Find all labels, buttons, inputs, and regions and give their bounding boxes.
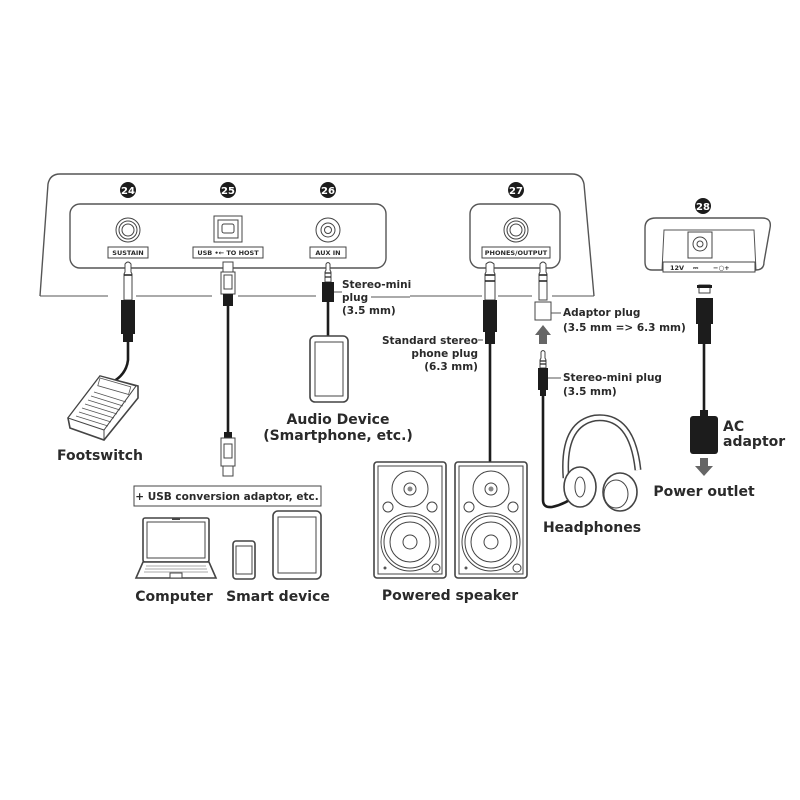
polarity-symbol: −○+ (713, 264, 730, 272)
instrument-body-outline (39, 173, 595, 297)
headphones-icon (562, 414, 642, 512)
svg-text:26: 26 (321, 186, 335, 197)
footswitch-icon (67, 375, 139, 441)
phones-output-jack-icon[interactable] (503, 217, 529, 243)
sustain-plug-icon (121, 261, 135, 342)
speaker-right-icon (454, 461, 528, 579)
badge-27: 27 (508, 182, 524, 198)
audio-device-label-2: (Smartphone, etc.) (263, 428, 413, 444)
headphones-label: Headphones (543, 520, 641, 536)
ac-adaptor-label-1: AC (723, 419, 744, 435)
power-panel-outline (644, 217, 772, 271)
usb-b-port-icon[interactable] (213, 215, 243, 243)
audio-device-label-1: Audio Device (287, 412, 390, 428)
computer-label: Computer (135, 589, 213, 605)
usb-a-plug-icon (220, 432, 236, 477)
dc-symbol: ⎓ (693, 264, 699, 272)
svg-text:24: 24 (121, 186, 135, 197)
smartphone-icon (232, 540, 256, 580)
sustain-jack-icon[interactable] (115, 217, 141, 243)
smart-device-label: Smart device (226, 589, 330, 605)
dc-plug-icon (696, 284, 713, 344)
headphone-stereo-mini-plug-icon (538, 350, 548, 396)
voltage-label: 12V (670, 264, 684, 272)
standard-stereo-label-1: Standard stereo (382, 335, 478, 347)
speaker-left-icon (373, 461, 447, 579)
footswitch-label: Footswitch (57, 448, 143, 464)
badge-26: 26 (320, 182, 336, 198)
svg-text:27: 27 (509, 186, 523, 197)
stereo-mini-plug-label-1: Stereo-mini (342, 279, 411, 291)
stereo-mini-plug-label-3: (3.5 mm) (342, 305, 396, 317)
standard-stereo-label-2: phone plug (411, 348, 478, 360)
dc-in-jack-icon[interactable] (687, 231, 713, 259)
audio-device-icon (309, 335, 349, 403)
aux-stereo-mini-plug-icon (322, 262, 334, 302)
aux-in-label: AUX IN (315, 249, 340, 257)
usb-b-plug-icon (220, 261, 236, 306)
powered-speaker-label: Powered speaker (382, 588, 518, 604)
usb-to-host-label: USB •← TO HOST (197, 249, 259, 257)
aux-in-jack-icon[interactable] (315, 217, 341, 243)
stereo-mini-hp-label-1: Stereo-mini plug (563, 372, 662, 384)
phones-output-label: PHONES/OUTPUT (485, 249, 548, 257)
laptop-icon (134, 517, 218, 579)
down-arrow-icon (695, 458, 713, 476)
tablet-icon (272, 510, 322, 580)
stereo-mini-plug-label-2: plug (342, 292, 368, 304)
ac-adaptor-icon (690, 410, 718, 454)
sustain-label: SUSTAIN (112, 249, 143, 257)
svg-text:28: 28 (696, 202, 710, 213)
badge-25: 25 (220, 182, 236, 198)
standard-stereo-label-3: (6.3 mm) (424, 361, 478, 373)
svg-text:25: 25 (221, 186, 235, 197)
power-outlet-label: Power outlet (653, 484, 755, 500)
adaptor-plug-label-2: (3.5 mm => 6.3 mm) (563, 322, 686, 334)
usb-conversion-box (133, 485, 322, 507)
standard-stereo-plug-icon (483, 261, 497, 344)
adaptor-plug-label-1: Adaptor plug (563, 307, 640, 319)
adaptor-plug-icon (534, 261, 552, 321)
badge-28: 28 (695, 198, 711, 214)
right-jack-panel (469, 203, 561, 269)
badge-24: 24 (120, 182, 136, 198)
usb-conversion-label: + USB conversion adaptor, etc. (135, 491, 319, 503)
ac-adaptor-label-2: adaptor (723, 434, 785, 450)
stereo-mini-hp-label-2: (3.5 mm) (563, 386, 617, 398)
up-arrow-icon (535, 325, 551, 344)
